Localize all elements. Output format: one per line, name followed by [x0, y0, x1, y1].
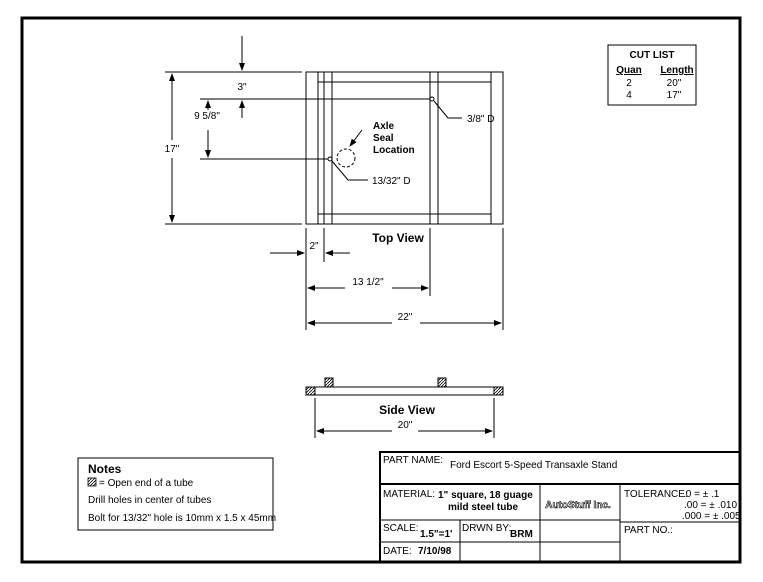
title-block: [379, 451, 741, 563]
tolerance-value: .0 = ± .1: [683, 489, 720, 500]
part-name-label: PART NAME:: [383, 455, 443, 466]
material: mild steel tube: [448, 502, 518, 513]
dim-13-1-2: 13 1/2": [352, 277, 384, 288]
material-label: MATERIAL:: [383, 489, 435, 500]
top-view-dimensions: [165, 36, 504, 330]
scale-label: SCALE:: [383, 523, 419, 534]
part-name: Ford Escort 5-Speed Transaxle Stand: [450, 460, 617, 471]
company-name: AutoStuff Inc.: [545, 500, 611, 511]
material: 1" square, 18 guage: [438, 490, 533, 501]
cut-list-length: 17": [667, 90, 682, 101]
notes-title: Notes: [88, 462, 122, 476]
dim-3: 3": [237, 82, 247, 93]
cut-list-quan: 4: [626, 90, 632, 101]
notes-legend: = Open end of a tube: [99, 478, 194, 489]
tolerance-label: TOLERANCE:: [624, 489, 688, 500]
notes-line: Bolt for 13/32" hole is 10mm x 1.5 x 45m…: [88, 513, 276, 524]
cut-list: CUT LIST Quan Length 2 20" 4 17": [607, 44, 697, 106]
top-view-frame: [305, 71, 504, 225]
open-tube-swatch: [87, 477, 97, 487]
cut-list-length: 20": [667, 78, 682, 89]
axle-seal-label: Axle: [373, 121, 395, 132]
dim-20: 20": [398, 420, 413, 431]
side-view-title: Side View: [379, 403, 435, 417]
tolerance-value: .00 = ± .010: [684, 500, 737, 511]
drawn-by-label: DRWN BY:: [462, 523, 511, 534]
dim-2: 2": [309, 241, 319, 252]
date-label: DATE:: [383, 546, 412, 557]
cut-list-title: CUT LIST: [630, 50, 675, 61]
side-view-frame: [305, 377, 504, 396]
cut-list-quan: 2: [626, 78, 632, 89]
tolerance-value: .000 = ± .005: [682, 511, 741, 522]
dim-9-5-8: 9 5/8": [194, 111, 220, 122]
axle-seal-label: Seal: [373, 133, 394, 144]
hole-3-8-label: 3/8" D: [467, 114, 494, 125]
hole-13-32-label: 13/32" D: [372, 176, 411, 187]
axle-seal-label: Location: [373, 145, 415, 156]
top-view-title: Top View: [372, 231, 424, 245]
notes-line: Drill holes in center of tubes: [88, 495, 211, 506]
scale: 1.5"=1': [420, 529, 452, 540]
cut-list-col-quan: Quan: [616, 65, 642, 76]
notes-box: Notes = Open end of a tube Drill holes i…: [77, 457, 276, 531]
part-no-label: PART NO.:: [624, 525, 673, 536]
date: 7/10/98: [418, 546, 452, 557]
drawn-by: BRM: [510, 529, 533, 540]
dim-22: 22": [398, 312, 413, 323]
cut-list-col-length: Length: [660, 65, 693, 76]
side-view-dimensions: [314, 398, 495, 438]
dim-17: 17": [165, 144, 180, 155]
